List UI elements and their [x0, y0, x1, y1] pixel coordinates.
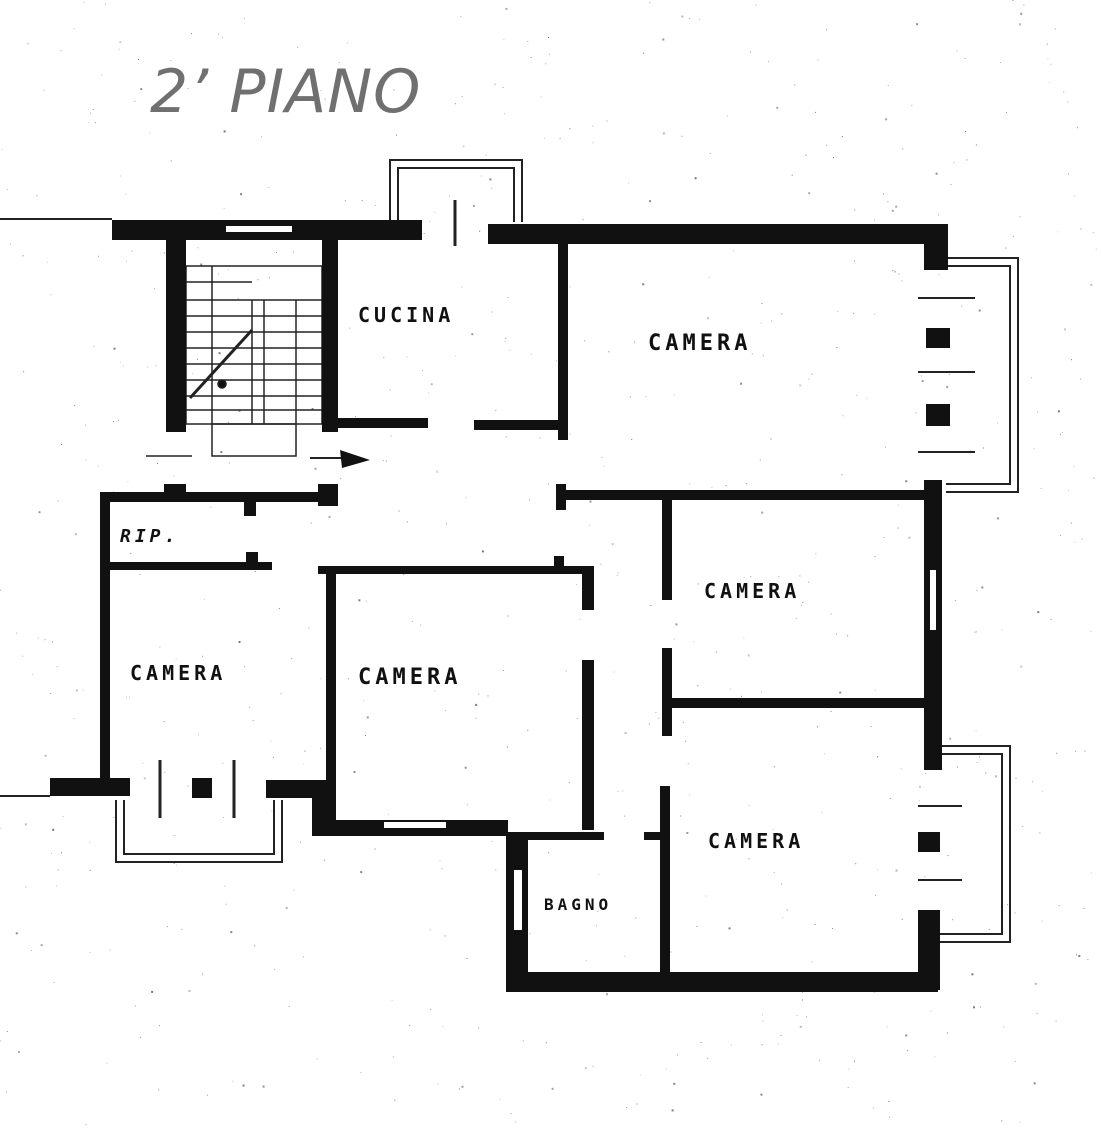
room-camera-1-label: CAMERA: [648, 331, 751, 356]
walls: [50, 220, 950, 992]
left-balcony: [115, 760, 283, 863]
room-rip-label: RIP.: [120, 526, 179, 547]
room-bagno-label: BAGNO: [544, 895, 612, 914]
floor-title: 2’ PIANO: [150, 57, 422, 127]
room-cucina-label: CUCINA: [358, 303, 454, 327]
right-balcony-bottom: [918, 745, 1011, 943]
room-camera-3-label: CAMERA: [358, 665, 461, 690]
room-labels: CUCINA CAMERA CAMERA CAMERA CAMERA CAMER…: [120, 303, 804, 914]
room-camera-2-label: CAMERA: [704, 579, 800, 603]
outer-lines: [0, 218, 112, 797]
top-balcony: [389, 159, 523, 246]
room-camera-5-label: CAMERA: [708, 829, 804, 853]
right-balcony-top: [918, 257, 1019, 493]
room-camera-4-label: CAMERA: [130, 661, 226, 685]
